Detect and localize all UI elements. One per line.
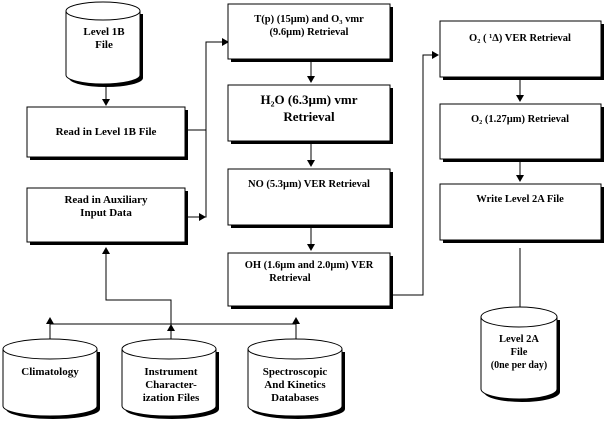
datastore-instrument-files: Instrument Character- ization Files <box>121 338 219 419</box>
arrowhead-level1b-read <box>102 99 110 106</box>
level1b-file-label-line2: File <box>95 39 113 51</box>
node-read-aux: Read in Auxiliary Input Data <box>26 187 188 245</box>
node-read-level1b: Read in Level 1B File <box>26 106 188 160</box>
write-level2a-label: Write Level 2A File <box>476 194 564 205</box>
arrowhead-oh <box>307 244 315 251</box>
node-o2-127-retrieval: O₂ (1.27µm) Retrieval <box>439 103 604 162</box>
node-h2o-retrieval: H₂O (6.3µm) vmr Retrieval <box>227 84 393 144</box>
node-tp-o3-retrieval: T(p) (15µm) and O₃ vmr (9.6µm) Retrieval <box>227 3 393 62</box>
level2a-file-label-line1: Level 2A <box>499 334 539 345</box>
edge-read-l1b-to-tp <box>186 41 222 131</box>
read-level1b-label: Read in Level 1B File <box>56 126 157 138</box>
spectroscopic-label-line1: Spectroscopic <box>263 366 328 378</box>
instrument-label-line3: ization Files <box>143 392 200 404</box>
tp-o3-label-line2: (9.6µm) Retrieval <box>270 27 349 38</box>
node-oh-ver-retrieval: OH (1.6µm and 2.0µm) VER Retrieval <box>227 252 393 309</box>
arrowhead-o2-1delta <box>432 51 439 59</box>
datastore-level1b-file: Level 1B File <box>65 1 143 87</box>
instrument-label-line1: Instrument <box>144 366 198 378</box>
arrowhead-o2-127 <box>516 95 524 102</box>
spectroscopic-label-line3: Databases <box>271 392 319 404</box>
level2a-file-label-line3: (0ne per day) <box>491 360 547 371</box>
arrowhead-write <box>516 175 524 182</box>
read-aux-label-line1: Read in Auxiliary <box>64 194 148 206</box>
arrowhead-bus-instrument <box>167 324 175 331</box>
edge-oh-to-o2-1delta <box>393 54 432 296</box>
datastore-level2a-file: Level 2A File (0ne per day) <box>480 306 560 402</box>
arrowhead-aux <box>199 213 206 221</box>
arrowhead-tp <box>222 38 229 46</box>
arrowhead-bus-spectroscopic <box>292 317 300 324</box>
instrument-label-line2: Character- <box>145 379 197 391</box>
no-ver-label: NO (5.3µm) VER Retrieval <box>248 179 370 190</box>
o2-127-label: O₂ (1.27µm) Retrieval <box>471 114 569 125</box>
read-aux-label-line2: Input Data <box>80 207 132 219</box>
o2-1delta-label: O₂ ( ¹Δ) VER Retrieval <box>469 33 571 44</box>
datastore-climatology: Climatology <box>2 338 100 419</box>
oh-ver-label-line1: OH (1.6µm and 2.0µm) VER <box>245 260 374 271</box>
arrowhead-h2o <box>307 76 315 83</box>
level1b-file-label-line1: Level 1B <box>83 26 125 38</box>
level2a-file-label-line2: File <box>511 347 528 358</box>
node-o2-1delta-retrieval: O₂ ( ¹Δ) VER Retrieval <box>439 20 604 80</box>
h2o-label-line2: Retrieval <box>283 109 335 124</box>
node-no-ver-retrieval: NO (5.3µm) VER Retrieval <box>227 168 393 228</box>
arrowhead-bus-climatology <box>46 317 54 324</box>
h2o-label-line1: H₂O (6.3µm) vmr <box>261 92 358 107</box>
arrowhead-no <box>307 160 315 167</box>
edge-instrument-bus-to-aux <box>105 254 172 324</box>
spectroscopic-label-line2: And Kinetics <box>264 379 326 391</box>
climatology-label: Climatology <box>21 366 79 378</box>
tp-o3-label-line1: T(p) (15µm) and O₃ vmr <box>254 14 364 25</box>
datastore-spectroscopic-databases: Spectroscopic And Kinetics Databases <box>247 338 345 419</box>
node-write-level2a: Write Level 2A File <box>439 183 604 243</box>
arrowhead-read-aux <box>102 247 110 254</box>
oh-ver-label-line2: Retrieval <box>269 273 310 284</box>
edge-read-aux-to-tp <box>186 130 207 218</box>
